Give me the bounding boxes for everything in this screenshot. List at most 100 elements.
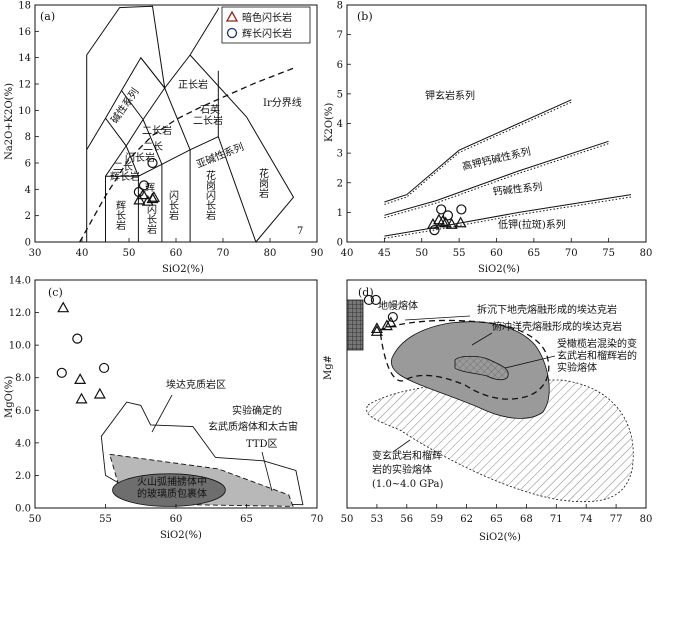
y-tick-label: 4 (337, 119, 343, 130)
field-label-ir-line: Ir分界线 (263, 96, 302, 109)
tas-field-boundary (121, 90, 163, 165)
panel-c-xlabel: SiO2(%) (160, 530, 202, 541)
panel-d-points (363, 294, 398, 336)
x-tick-label: 62 (460, 514, 473, 525)
x-tick-label: 70 (565, 248, 578, 259)
x-tick-label: 77 (610, 514, 623, 525)
y-tick-label: 0 (337, 238, 343, 249)
panel-a-fields (79, 5, 295, 243)
y-tick-label: 2 (337, 178, 343, 189)
data-point-circle (72, 333, 83, 344)
x-tick-label: 74 (580, 514, 593, 525)
y-tick-label: 8 (337, 1, 343, 12)
series-label-calc-alkaline: 钙碱性系列 (492, 180, 543, 198)
x-tick-label: 40 (76, 248, 89, 259)
tas-granite-boundary (189, 54, 295, 243)
slab-leader-line (471, 332, 493, 346)
panel-b-points (426, 204, 467, 236)
y-tick-label: 16 (18, 27, 31, 38)
field-label-quartz: 石英 (200, 103, 220, 116)
x-tick-label: 56 (400, 514, 413, 525)
x-tick-label: 60 (170, 248, 183, 259)
y-tick-label: 3 (337, 149, 343, 160)
y-tick-label: 8 (25, 132, 31, 143)
ttd-leader-line (261, 451, 273, 492)
data-point-triangle (133, 193, 146, 205)
x-tick-label: 80 (640, 248, 653, 259)
x-tick-label: 70 (217, 248, 230, 259)
y-tick-label: 12 (18, 80, 31, 91)
panel-b-xlabel: SiO2(%) (478, 264, 520, 275)
x-tick-label: 65 (240, 514, 253, 525)
x-tick-label: 50 (341, 514, 354, 525)
region-label-basaltic-archean: 玄武质熔体和太古宙 (208, 420, 298, 433)
series-label-low-k: 低钾(拉斑)系列 (498, 218, 566, 231)
y-tick-label: 4.0 (15, 438, 31, 449)
y-tick-label: 10 (18, 106, 31, 117)
legend-label-gabbro-diorite: 辉长闪长岩 (242, 27, 292, 40)
x-tick-label: 68 (520, 514, 533, 525)
y-tick-label: 18 (18, 1, 31, 12)
tas-field-boundary (105, 87, 166, 177)
y-tick-label: 2.0 (15, 471, 31, 482)
panel-b-ylabel: K2O(%) (324, 103, 335, 142)
y-tick-label: 0.0 (15, 504, 31, 515)
panel-c-label: (c) (48, 286, 63, 299)
x-tick-label: 75 (602, 248, 615, 259)
data-point-triangle (436, 215, 449, 226)
series-boundary-line (384, 194, 632, 237)
y-tick-label: 7 (337, 30, 343, 41)
y-tick-label: 6.0 (15, 406, 31, 417)
region-mantle-melt (346, 299, 364, 351)
data-point-circle (147, 157, 158, 169)
region-label-volcanic-arc: 火山弧捕掳体中 (137, 475, 207, 488)
series-boundary-dotted (384, 143, 609, 219)
x-tick-label: 80 (264, 248, 277, 259)
x-tick-label: 55 (453, 248, 466, 259)
ir-alkaline-boundary-line (79, 67, 294, 243)
field-label-quartz-monzonite: 二长岩 (193, 114, 223, 127)
data-point-circle (436, 204, 447, 215)
region-label-adakite: 埃达克质岩区 (166, 378, 226, 391)
y-tick-label: 4 (25, 185, 31, 196)
field-label-monzogabbro: 辉长岩 (110, 170, 140, 183)
region-contaminated-melt (454, 355, 509, 381)
panel-b-lines (384, 99, 632, 239)
y-tick-label: 0 (25, 238, 31, 249)
series-label-shoshonite: 钾玄岩系列 (425, 89, 475, 102)
x-tick-label: 65 (528, 248, 541, 259)
data-point-circle (363, 294, 375, 306)
region-label-pressure: (1.0~4.0 GPa) (372, 479, 443, 490)
panel-a-label: (a) (40, 10, 55, 23)
panel-a-legend-box (221, 6, 311, 44)
y-tick-label: 6 (25, 159, 31, 170)
y-tick-label: 6 (337, 60, 343, 71)
adakite-leader-line (151, 394, 173, 433)
series-boundary-dotted (384, 101, 572, 205)
data-point-triangle (147, 190, 160, 202)
field-label-monzo2: 二长 (113, 161, 133, 173)
panel-b-label: (b) (357, 10, 373, 23)
contaminated-leader-line (504, 355, 556, 369)
region-label-contaminated-3: 实验熔体 (557, 361, 597, 374)
region-glass-inclusion (112, 473, 226, 507)
x-tick-label: 90 (311, 248, 324, 259)
data-point-circle (442, 210, 454, 221)
panel-c-points (56, 301, 110, 404)
y-tick-label: 12.0 (9, 308, 31, 319)
data-point-triangle (93, 387, 106, 399)
data-point-triangle (370, 322, 383, 334)
field-label-syenite: 正长岩 (178, 78, 208, 91)
data-point-circle (138, 180, 150, 191)
field-label-hui: 辉 (145, 182, 155, 194)
field-label-monzonite: 二长岩 (142, 124, 172, 137)
data-point-triangle (380, 319, 393, 331)
region-label-experimental: 实验确定的 (232, 404, 282, 417)
data-point-circle (133, 186, 144, 198)
data-point-triangle (57, 301, 70, 313)
